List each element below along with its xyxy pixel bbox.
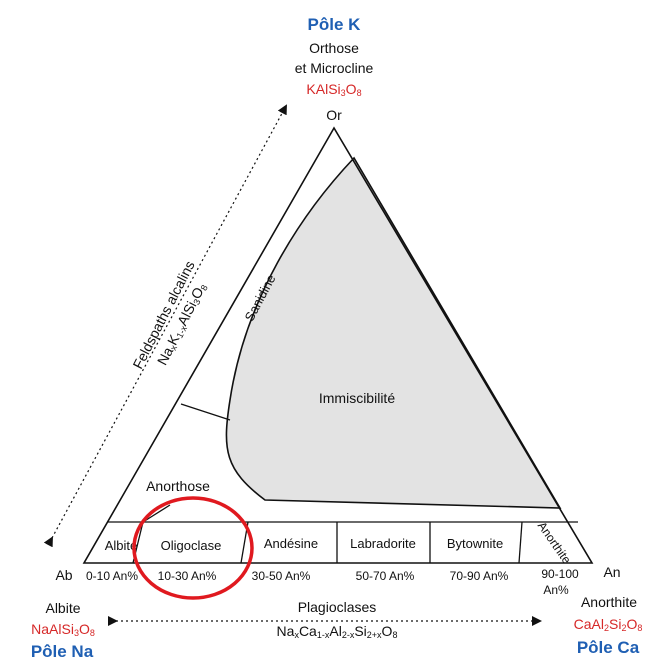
pole-ca-title: Pôle Ca xyxy=(577,638,640,657)
bytownite-anorthite-divider xyxy=(518,521,523,564)
series-name-labradorite: Labradorite xyxy=(350,536,416,551)
sanidine-anorthose-boundary xyxy=(180,403,231,421)
series-name-andesine: Andésine xyxy=(264,536,318,551)
anorthose-oligoclase-divider xyxy=(142,504,171,523)
range-anorthite-line1: 90-100 xyxy=(541,567,579,581)
range-andesine: 30-50 An% xyxy=(252,569,311,583)
series-name-bytownite: Bytownite xyxy=(447,536,503,551)
alkali-feldspar-formula: NaxK1-xAlSi3O8 xyxy=(154,280,210,368)
pole-ca-mineral: Anorthite xyxy=(581,594,637,610)
vertex-label-an: An xyxy=(603,564,620,580)
range-oligoclase: 10-30 An% xyxy=(158,569,217,583)
anorthose-label: Anorthose xyxy=(146,478,210,494)
plagioclase-formula: NaxCa1-xAl2-xSi2+xO8 xyxy=(277,623,398,640)
range-albite: 0-10 An% xyxy=(86,569,138,583)
vertex-label-ab: Ab xyxy=(55,567,72,583)
series-name-oligoclase: Oligoclase xyxy=(161,538,222,553)
oligoclase-highlight-circle xyxy=(132,496,254,600)
pole-k-mineral-line1: Orthose xyxy=(309,40,359,56)
pole-k-mineral-line2: et Microcline xyxy=(295,60,374,76)
vertex-label-or: Or xyxy=(326,107,342,123)
pole-na-formula: NaAlSi3O8 xyxy=(31,621,95,638)
ternary-triangle xyxy=(82,126,594,564)
series-name-albite: Albite xyxy=(105,538,138,553)
pole-na-mineral: Albite xyxy=(45,600,80,616)
pole-ca-formula: CaAl2Si2O8 xyxy=(574,616,643,633)
immiscibility-label: Immiscibilité xyxy=(319,390,395,406)
range-labradorite: 50-70 An% xyxy=(356,569,415,583)
range-anorthite-line2: An% xyxy=(543,583,569,597)
plagioclase-label: Plagioclases xyxy=(298,599,377,615)
range-bytownite: 70-90 An% xyxy=(450,569,509,583)
series-name-anorthite: Anorthite xyxy=(535,519,574,567)
alkali-feldspar-axis-arrow xyxy=(43,104,287,548)
pole-k-formula: KAlSi3O8 xyxy=(306,81,361,98)
immiscibility-region xyxy=(225,156,562,509)
pole-k-title: Pôle K xyxy=(308,15,362,34)
alkali-feldspar-label-group: Feldspaths alcalins NaxK1-xAlSi3O8 xyxy=(129,258,210,371)
pole-na-title: Pôle Na xyxy=(31,642,94,661)
